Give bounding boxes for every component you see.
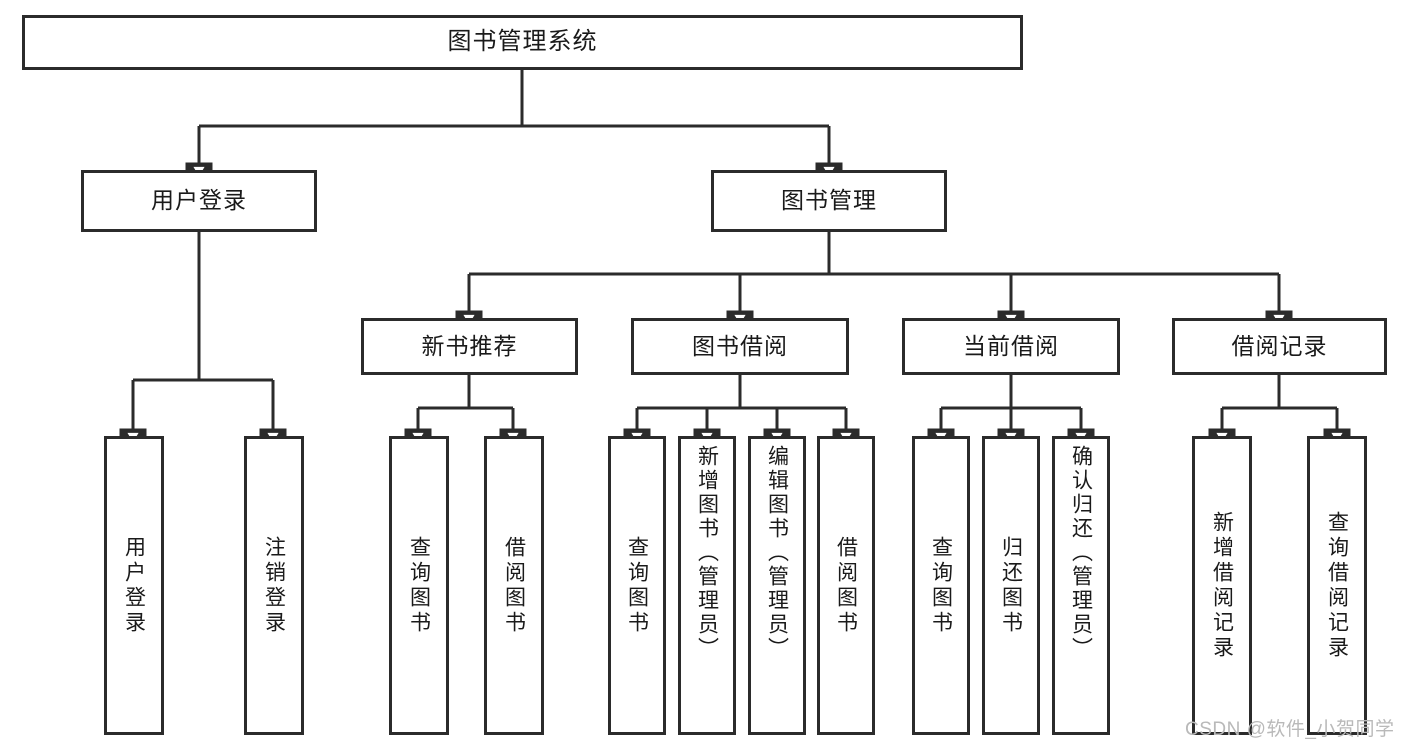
node-leaf-query-book-1[interactable]: 查询图书 (389, 436, 449, 735)
node-leaf-query-book-2[interactable]: 查询图书 (608, 436, 666, 735)
node-label: 新书推荐 (421, 332, 518, 359)
node-label: 图书借阅 (692, 332, 788, 359)
node-borrow-record[interactable]: 借阅记录 (1172, 318, 1387, 375)
node-label: 当前借阅 (963, 332, 1059, 359)
node-leaf-query-record[interactable]: 查询借阅记录 (1307, 436, 1367, 735)
node-label: 借阅图书 (834, 535, 858, 636)
node-label: 注销登录 (262, 535, 286, 636)
node-label: 查询图书 (929, 535, 953, 636)
node-label: 借阅图书 (502, 535, 526, 636)
node-leaf-return-book[interactable]: 归还图书 (982, 436, 1040, 735)
node-label: 用户登录 (151, 187, 247, 214)
node-root-system[interactable]: 图书管理系统 (22, 15, 1023, 70)
node-label: 查询借阅记录 (1325, 510, 1349, 661)
node-label: 新增图书（管理员） (695, 445, 719, 661)
node-leaf-confirm-return[interactable]: 确认归还（管理员） (1052, 436, 1110, 735)
node-label: 查询图书 (407, 535, 431, 636)
node-leaf-borrow-book-2[interactable]: 借阅图书 (817, 436, 875, 735)
node-user-login[interactable]: 用户登录 (81, 170, 317, 232)
node-leaf-logout[interactable]: 注销登录 (244, 436, 304, 735)
node-book-borrow[interactable]: 图书借阅 (631, 318, 849, 375)
node-label: 图书管理 (781, 187, 877, 214)
node-leaf-query-book-3[interactable]: 查询图书 (912, 436, 970, 735)
node-label: 图书管理系统 (447, 28, 598, 56)
node-label: 借阅记录 (1231, 332, 1328, 359)
node-book-management[interactable]: 图书管理 (711, 170, 947, 232)
node-leaf-borrow-book-1[interactable]: 借阅图书 (484, 436, 544, 735)
node-new-book-recommend[interactable]: 新书推荐 (361, 318, 578, 375)
node-current-borrow[interactable]: 当前借阅 (902, 318, 1120, 375)
node-leaf-edit-book[interactable]: 编辑图书（管理员） (748, 436, 806, 735)
node-label: 确认归还（管理员） (1069, 445, 1093, 661)
node-leaf-add-book[interactable]: 新增图书（管理员） (678, 436, 736, 735)
node-label: 编辑图书（管理员） (765, 445, 789, 661)
node-leaf-add-record[interactable]: 新增借阅记录 (1192, 436, 1252, 735)
node-label: 新增借阅记录 (1210, 510, 1234, 661)
node-label: 归还图书 (999, 535, 1023, 636)
node-label: 用户登录 (122, 535, 146, 636)
node-label: 查询图书 (625, 535, 649, 636)
watermark-text: CSDN @软件_小贺同学 (1185, 719, 1395, 740)
node-leaf-user-login[interactable]: 用户登录 (104, 436, 164, 735)
